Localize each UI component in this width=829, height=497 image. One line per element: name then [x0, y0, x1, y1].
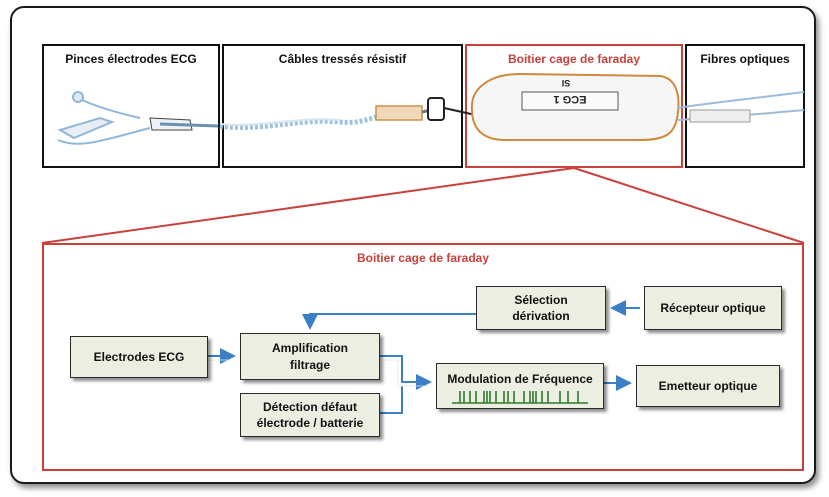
block-diagram-title: Boitier cage de faraday — [356, 251, 490, 265]
device-sublabel: SI — [562, 78, 571, 88]
panel-electrode-clips: Pinces électrodes ECG — [42, 44, 220, 168]
panel-braided-cables: Câbles tressés résistif — [222, 44, 463, 168]
block-selection-label: Sélection dérivation — [512, 292, 570, 323]
panel-title-faraday-box: Boitier cage de faraday — [507, 52, 641, 66]
block-emetteur: Emetteur optique — [636, 365, 780, 407]
block-modulation: Modulation de Fréquence — [436, 363, 604, 409]
electrode-clip-image — [57, 91, 219, 145]
faraday-box-image: ECG 1 SI — [470, 72, 680, 141]
block-detection: Détection défaut électrode / batterie — [240, 393, 380, 437]
frequency-pulses-icon — [452, 391, 588, 404]
block-electrodes-ecg: Electrodes ECG — [70, 336, 208, 378]
device-label: ECG 1 — [553, 93, 586, 105]
block-selection: Sélection dérivation — [476, 286, 606, 330]
panel-title-optical-fibers: Fibres optiques — [700, 52, 790, 66]
block-emetteur-label: Emetteur optique — [658, 378, 758, 393]
panel-title-electrode-clips: Pinces électrodes ECG — [65, 52, 197, 66]
panel-title-braided-cables: Câbles tressés résistif — [278, 52, 407, 66]
block-recepteur-label: Récepteur optique — [660, 300, 766, 315]
block-detection-label: Détection défaut électrode / batterie — [256, 399, 364, 430]
block-modulation-label: Modulation de Fréquence — [447, 372, 593, 386]
block-amplification: Amplification filtrage — [240, 333, 380, 380]
block-electrodes-ecg-label: Electrodes ECG — [93, 349, 185, 364]
block-recepteur: Récepteur optique — [644, 286, 782, 330]
optical-fiber-image — [677, 91, 805, 123]
block-amplification-label: Amplification filtrage — [271, 341, 348, 372]
panel-optical-fibers: Fibres optiques — [685, 44, 805, 168]
